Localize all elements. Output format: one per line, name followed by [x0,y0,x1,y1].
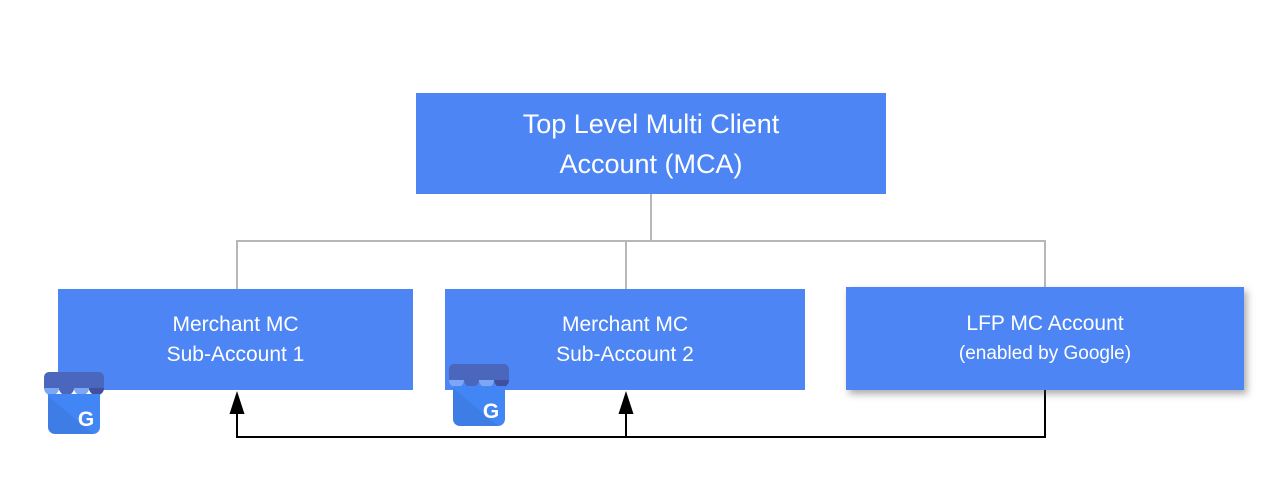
google-business-profile-icon: G [449,364,509,426]
flow-connector [229,390,1046,438]
google-g-letter: G [78,408,94,431]
node-label-line: Account (MCA) [559,148,743,179]
node-merchant-sub-account-1: Merchant MC Sub-Account 1 [58,289,413,390]
node-top-level-mca: Top Level Multi Client Account (MCA) [416,93,886,194]
node-label-line: Merchant MC [561,312,689,336]
arrowhead-up-sub2 [618,391,634,414]
node-label-line: Top Level Multi Client [522,108,780,139]
tree-connector [236,194,1046,289]
node-label-line: (enabled by Google) [958,342,1132,364]
node-label-line: Sub-Account 2 [556,342,694,366]
node-lfp-mc-account: LFP MC Account (enabled by Google) [846,287,1244,390]
node-label-line: Merchant MC [172,312,299,336]
node-label-line: LFP MC Account [966,311,1124,335]
google-business-profile-icon: G [44,372,104,434]
node-label-line: Sub-Account 1 [166,342,305,366]
arrowhead-up-sub1 [229,391,245,414]
google-g-letter: G [483,400,499,423]
